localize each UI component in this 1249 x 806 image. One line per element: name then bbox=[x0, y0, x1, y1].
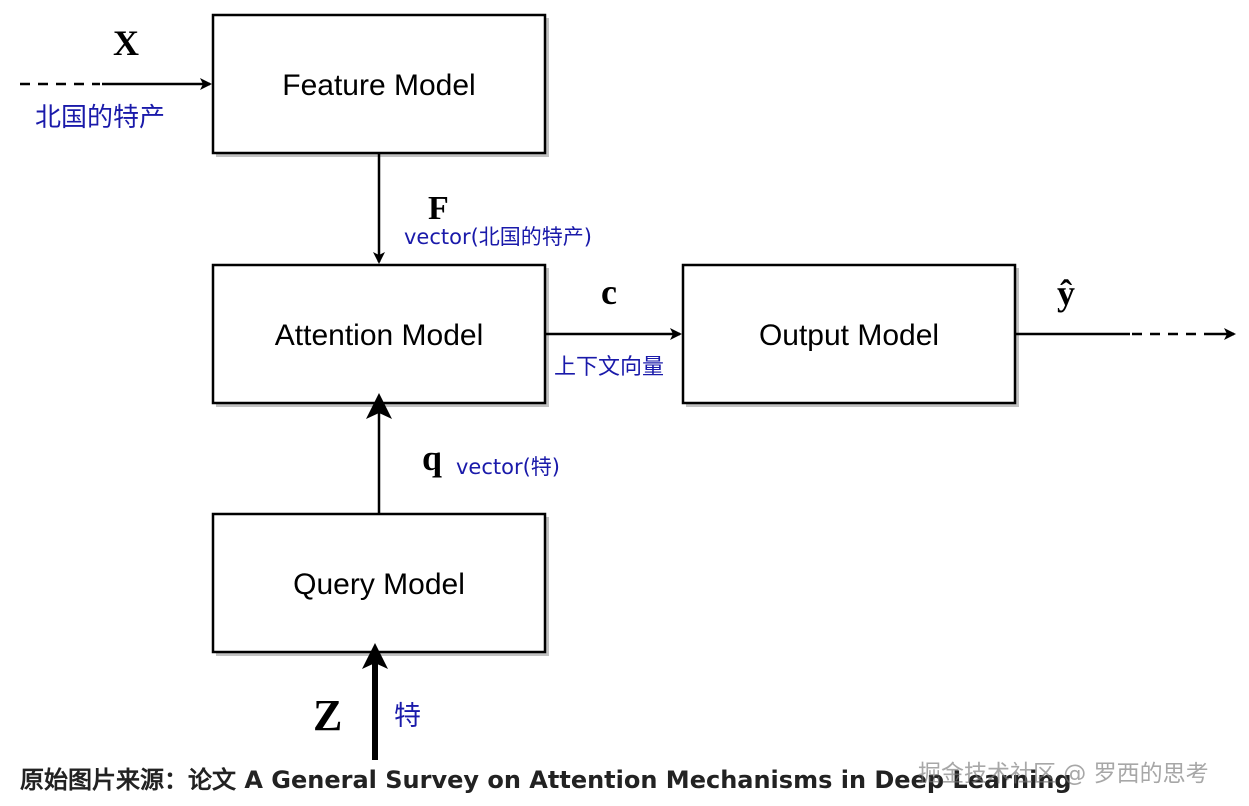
output-model-box: Output Model bbox=[681, 263, 1017, 405]
output-model-label: Output Model bbox=[759, 319, 939, 352]
symbol-y-hat: ŷ bbox=[1057, 273, 1075, 313]
symbol-x: X bbox=[113, 23, 139, 63]
attention-model-label: Attention Model bbox=[275, 319, 483, 352]
watermark: 掘金技术社区 @ 罗西的思考 bbox=[918, 761, 1209, 787]
symbol-f: F bbox=[428, 190, 449, 227]
query-model-label: Query Model bbox=[293, 568, 465, 601]
q-description: vector(特) bbox=[456, 455, 560, 479]
c-description: 上下文向量 bbox=[554, 355, 664, 380]
symbol-c: c bbox=[601, 272, 617, 312]
z-description: 特 bbox=[394, 701, 421, 732]
feature-model-box: Feature Model bbox=[211, 13, 547, 155]
x-description: 北国的特产 bbox=[35, 103, 165, 133]
symbol-q: q bbox=[422, 438, 442, 478]
f-description: vector(北国的特产) bbox=[404, 225, 592, 249]
attention-model-box: Attention Model bbox=[211, 263, 547, 405]
query-model-box: Query Model bbox=[211, 512, 547, 654]
feature-model-label: Feature Model bbox=[282, 69, 475, 102]
symbol-z: Z bbox=[313, 691, 342, 740]
source-caption: 原始图片来源：论文 A General Survey on Attention … bbox=[20, 766, 1072, 794]
